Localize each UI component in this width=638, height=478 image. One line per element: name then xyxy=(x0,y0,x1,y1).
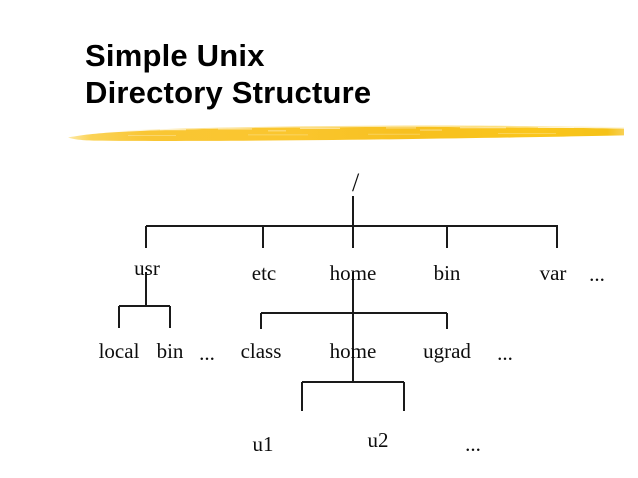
tree-node-home-class[interactable]: class xyxy=(240,339,282,363)
tree-node-usr[interactable]: usr xyxy=(134,256,160,280)
tree-node-home-ellipsis: ... xyxy=(497,341,513,365)
tree-node-etc[interactable]: etc xyxy=(251,261,277,285)
page-title: Simple Unix Directory Structure xyxy=(85,37,605,111)
tree-node-root[interactable]: / xyxy=(352,168,360,197)
tree-node-home[interactable]: home xyxy=(329,261,377,285)
title-line-2: Directory Structure xyxy=(85,75,372,110)
tree-node-usr-ellipsis: ... xyxy=(199,341,215,365)
tree-node-var[interactable]: var xyxy=(539,261,567,285)
tree-node-home-ugrad[interactable]: ugrad xyxy=(423,339,471,363)
title-line-1: Simple Unix xyxy=(85,38,265,73)
tree-node-usr-local[interactable]: local xyxy=(98,339,140,363)
tree-node-level1-ellipsis: ... xyxy=(589,262,605,286)
tree-node-home-home[interactable]: home xyxy=(329,339,377,363)
tree-node-level3-ellipsis: ... xyxy=(465,432,481,456)
brush-stroke-divider xyxy=(68,125,624,141)
tree-node-bin[interactable]: bin xyxy=(433,261,461,285)
tree-node-u2[interactable]: u2 xyxy=(367,428,389,452)
tree-node-usr-bin[interactable]: bin xyxy=(156,339,184,363)
tree-node-u1[interactable]: u1 xyxy=(252,432,274,456)
